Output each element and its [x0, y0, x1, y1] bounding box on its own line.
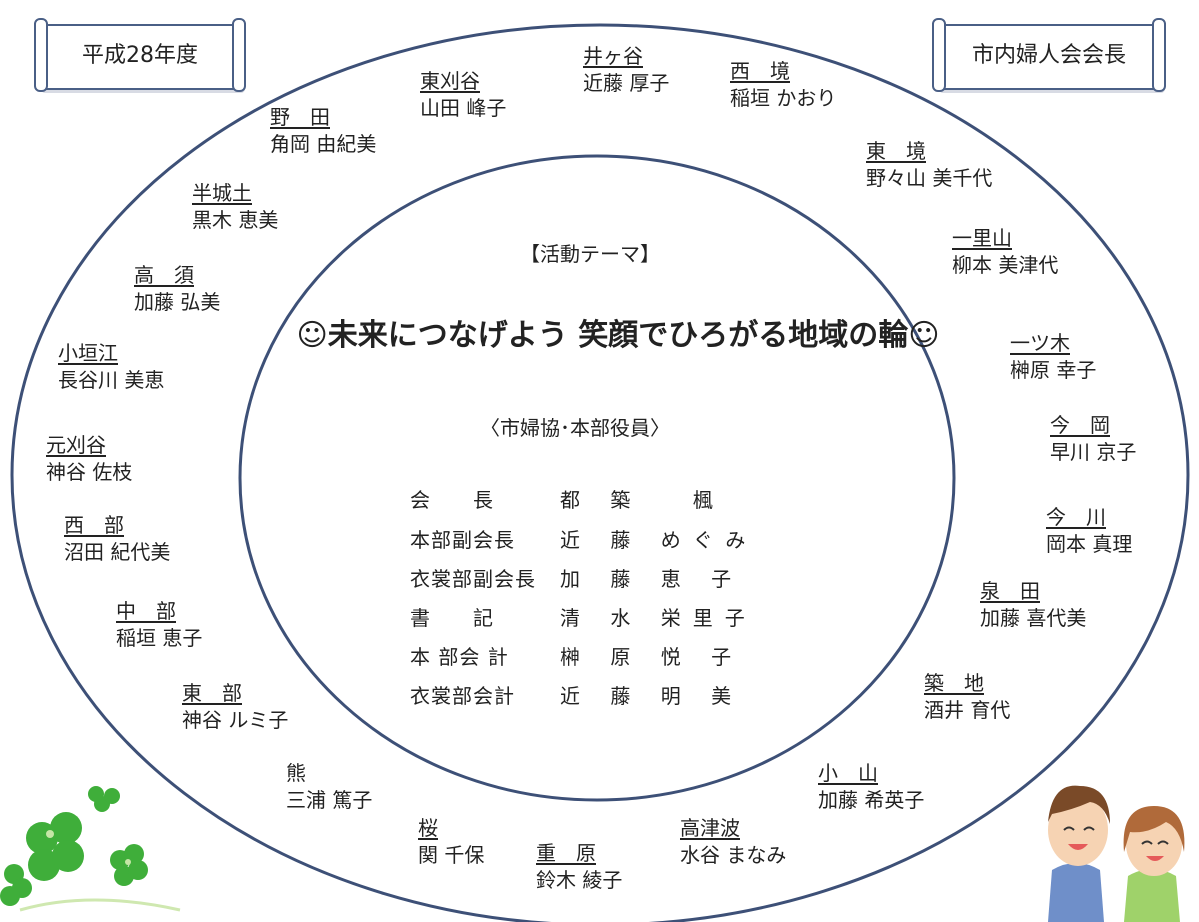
year-banner-text: 平成28年度	[82, 43, 198, 68]
theme-heading: 【活動テーマ】	[520, 242, 660, 266]
officer-role: 会 長	[410, 488, 494, 512]
officer-row: 書 記清 水 栄里子	[410, 602, 750, 631]
officer-role: 本 部会 計	[410, 645, 509, 669]
district-name: 野 田	[270, 105, 330, 129]
district-label: 今 岡 早川 京子	[1050, 412, 1136, 466]
officer-role: 衣裳部副会長	[410, 567, 536, 591]
officer-role: 書 記	[410, 606, 494, 630]
district-leader-name: 野々山 美千代	[866, 166, 993, 190]
district-leader-name: 関 千保	[418, 843, 485, 867]
district-leader-name: 神谷 佐枝	[46, 460, 133, 484]
district-name: 重 原	[536, 841, 596, 865]
theme-text: ☺未来につなげよう 笑顔でひろがる地域の輪☺	[296, 318, 940, 353]
district-name: 一ツ木	[1010, 331, 1070, 355]
officer-row: 本部副会長近 藤 めぐみ	[410, 524, 750, 553]
district-leader-name: 早川 京子	[1050, 440, 1137, 464]
district-label: 桜 関 千保	[418, 815, 484, 869]
role-banner-text: 市内婦人会会長	[971, 43, 1126, 68]
district-name: 今 岡	[1050, 413, 1110, 437]
district-label: 一里山 柳本 美津代	[952, 225, 1058, 279]
district-name: 小垣江	[58, 341, 118, 365]
district-name: 高津波	[680, 816, 740, 840]
district-label: 東刈谷 山田 峰子	[420, 68, 506, 122]
district-leader-name: 加藤 弘美	[134, 290, 221, 314]
officer-name: 榊 原 悦 子	[560, 645, 744, 669]
district-name: 元刈谷	[46, 433, 106, 457]
district-leader-name: 加藤 喜代美	[980, 606, 1087, 630]
district-label: 東 境 野々山 美千代	[866, 138, 992, 192]
district-label: 半城土 黒木 恵美	[192, 180, 278, 234]
district-label: 中 部 稲垣 恵子	[116, 598, 202, 652]
district-label: 小 山 加藤 希英子	[818, 760, 924, 814]
outer-ellipse	[10, 23, 1190, 922]
district-name: 一里山	[952, 226, 1012, 250]
officer-role: 衣裳部会計	[410, 684, 515, 708]
district-label: 泉 田 加藤 喜代美	[980, 578, 1086, 632]
district-name: 東 部	[182, 681, 242, 705]
district-leader-name: 近藤 厚子	[583, 71, 670, 95]
district-name: 中 部	[116, 599, 176, 623]
district-leader-name: 黒木 恵美	[192, 208, 279, 232]
district-name: 高 須	[134, 263, 194, 287]
officers-heading: 〈市婦協･本部役員〉	[480, 416, 670, 440]
officer-row: 本 部会 計 榊 原 悦 子	[410, 641, 750, 670]
district-leader-name: 稲垣 恵子	[116, 626, 203, 650]
district-leader-name: 三浦 篤子	[286, 788, 373, 812]
officer-name: 加 藤 恵 子	[560, 567, 744, 591]
officer-name: 清 水 栄里子	[560, 606, 757, 630]
district-name: 今 川	[1046, 505, 1106, 529]
district-leader-name: 神谷 ルミ子	[182, 708, 289, 732]
district-leader-name: 沼田 紀代美	[64, 540, 171, 564]
year-banner: 平成28年度	[34, 18, 246, 92]
district-label: 西 境 稲垣 かおり	[730, 58, 836, 112]
district-name: 熊	[286, 761, 306, 785]
officer-row: 衣裳部会計 近 藤 明 美	[410, 680, 750, 709]
district-name: 小 山	[818, 761, 878, 785]
district-name: 東 境	[866, 139, 926, 163]
district-leader-name: 山田 峰子	[420, 96, 507, 120]
district-leader-name: 角岡 由紀美	[270, 132, 377, 156]
district-label: 今 川 岡本 真理	[1046, 504, 1132, 558]
district-leader-name: 長谷川 美恵	[58, 368, 165, 392]
district-leader-name: 酒井 育代	[924, 698, 1011, 722]
district-label: 東 部 神谷 ルミ子	[182, 680, 288, 734]
district-label: 野 田 角岡 由紀美	[270, 104, 376, 158]
district-label: 井ヶ谷 近藤 厚子	[583, 43, 669, 97]
smiling-couple-icon	[1048, 785, 1185, 922]
district-label: 一ツ木 榊原 幸子	[1010, 330, 1096, 384]
district-label: 高 須 加藤 弘美	[134, 262, 220, 316]
officer-row: 衣裳部副会長加 藤 恵 子	[410, 563, 750, 592]
inner-ellipse	[238, 154, 956, 802]
district-leader-name: 稲垣 かおり	[730, 86, 837, 110]
district-leader-name: 柳本 美津代	[952, 253, 1059, 277]
officer-name: 近 藤 明 美	[560, 684, 744, 708]
clover-icon	[0, 786, 181, 912]
role-banner: 市内婦人会会長	[932, 18, 1166, 92]
district-leader-name: 榊原 幸子	[1010, 358, 1097, 382]
district-label: 重 原 鈴木 綾子	[536, 840, 622, 894]
officer-row: 会 長都 築 楓	[410, 484, 750, 513]
district-name: 桜	[418, 816, 438, 840]
district-name: 半城土	[192, 181, 252, 205]
district-leader-name: 加藤 希英子	[818, 788, 925, 812]
district-name: 築 地	[924, 671, 984, 695]
district-name: 東刈谷	[420, 69, 480, 93]
district-name: 西 境	[730, 59, 790, 83]
district-name: 泉 田	[980, 579, 1040, 603]
district-label: 小垣江 長谷川 美恵	[58, 340, 164, 394]
district-leader-name: 岡本 真理	[1046, 532, 1133, 556]
district-label: 熊 三浦 篤子	[286, 760, 372, 814]
district-name: 西 部	[64, 513, 124, 537]
officer-name: 都 築 楓	[560, 488, 725, 512]
district-leader-name: 鈴木 綾子	[536, 868, 623, 892]
district-label: 西 部 沼田 紀代美	[64, 512, 170, 566]
district-name: 井ヶ谷	[583, 44, 643, 68]
officer-name: 近 藤 めぐみ	[560, 528, 758, 552]
district-label: 築 地 酒井 育代	[924, 670, 1010, 724]
officer-role: 本部副会長	[410, 528, 515, 552]
district-leader-name: 水谷 まなみ	[680, 843, 787, 867]
district-label: 元刈谷 神谷 佐枝	[46, 432, 132, 486]
district-label: 高津波 水谷 まなみ	[680, 815, 786, 869]
